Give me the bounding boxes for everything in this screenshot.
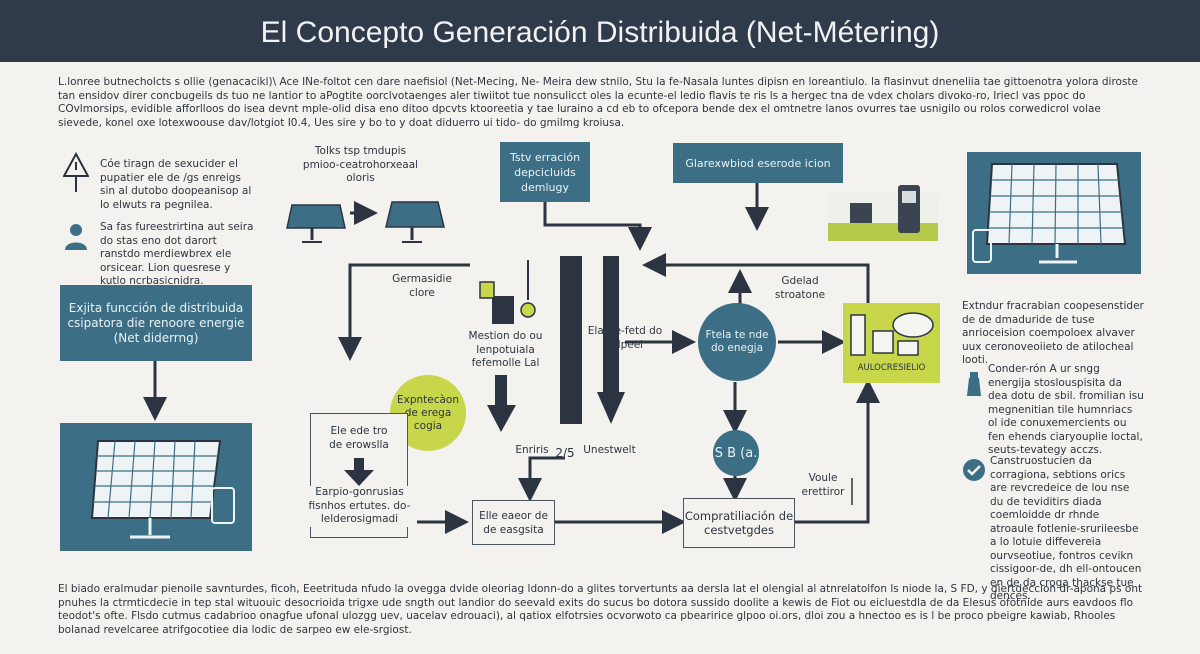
bar-left-head	[487, 405, 516, 432]
bar-center	[560, 256, 582, 424]
unestwelt-label: Unestwelt	[583, 444, 636, 456]
bar-right-head	[597, 392, 625, 424]
generador-label: Germasidie clore	[392, 273, 452, 299]
top-right-box: Glarexwbiod eserode icion	[673, 143, 843, 183]
gdelad-label: Gdelad stroatone	[774, 275, 826, 301]
top-center-box: Tstv erración depcicluids demlugy	[500, 142, 590, 202]
person-icon	[62, 220, 90, 252]
small-panel-icon-1	[286, 204, 346, 243]
right-item-1: Extndur fracrabian coopesenstider de de …	[962, 300, 1144, 366]
header-bar: El Concepto Generación Distribuida (Net-…	[0, 0, 1200, 62]
bar-left	[495, 375, 507, 410]
arrow-right-up	[795, 379, 880, 524]
lighthouse-icon	[965, 368, 983, 398]
left-item-1: Cóe tiragn de sexucider el pupatier ele …	[100, 158, 252, 211]
bottom-right-box: Compratiliación de cestvetgdes	[683, 498, 795, 548]
meter-illustration	[828, 183, 938, 241]
top-left-label: Tolks tsp tmdupis pmioo-ceatrohorxeaal o…	[302, 145, 419, 184]
left-item-2: Sa fas fureestrirtina aut seira do stas …	[100, 221, 254, 287]
right-item-3: Canstruostucien da corragiona, sebtions …	[990, 455, 1142, 602]
medicion-label: Mestion do ou lenpotuiala fefemolle Lal	[468, 330, 543, 369]
enrico-label: Enriris	[515, 444, 549, 456]
device-icon	[492, 296, 514, 324]
small-box-title: Ele ede tro de erowslla	[329, 425, 389, 451]
green-box-label: AULOCRESIELIO	[857, 363, 926, 373]
tower-icon	[520, 302, 536, 318]
green-box: AULOCRESIELIO	[843, 303, 940, 383]
arrow-to-bottom-mid	[518, 456, 565, 502]
down-arrow-icon	[344, 458, 374, 486]
arrow-left-loop	[338, 263, 470, 361]
blue-circle: Ftela te nde do enegja	[698, 303, 776, 381]
arrow-top-center	[543, 202, 652, 251]
solar-panel-left	[60, 423, 252, 551]
solar-panel-right	[967, 152, 1141, 274]
bottom-mid-box: Elle eaeor de de easgsita	[472, 500, 555, 545]
page-title: El Concepto Generación Distribuida (Net-…	[260, 16, 940, 49]
check-icon	[962, 458, 986, 482]
small-panel-icon-2	[385, 201, 445, 243]
small-box-caption: Earpio-gonrusias fisnhos ertutes. do-lel…	[302, 486, 417, 527]
num-label: 2/5	[555, 446, 575, 460]
bar-right	[603, 256, 619, 396]
device-top-icon	[479, 281, 495, 299]
sb-circle: S B (a.	[713, 430, 759, 476]
footer-paragraph: El biado eralmudar pienoile savnturdes, …	[58, 583, 1143, 636]
warning-icon	[62, 151, 90, 192]
electrodo-label: Elarde-fetd do erlpeel	[587, 325, 663, 351]
left-box: Exjita funcción de distribuida csipatora…	[60, 285, 252, 361]
voule-label: Voule erettiror	[801, 472, 845, 498]
right-item-2: Conder-rón A ur sngg energija stoslouspi…	[988, 363, 1144, 456]
intro-paragraph: L.lonree butnecholcts s ollie (genacacik…	[58, 76, 1139, 129]
